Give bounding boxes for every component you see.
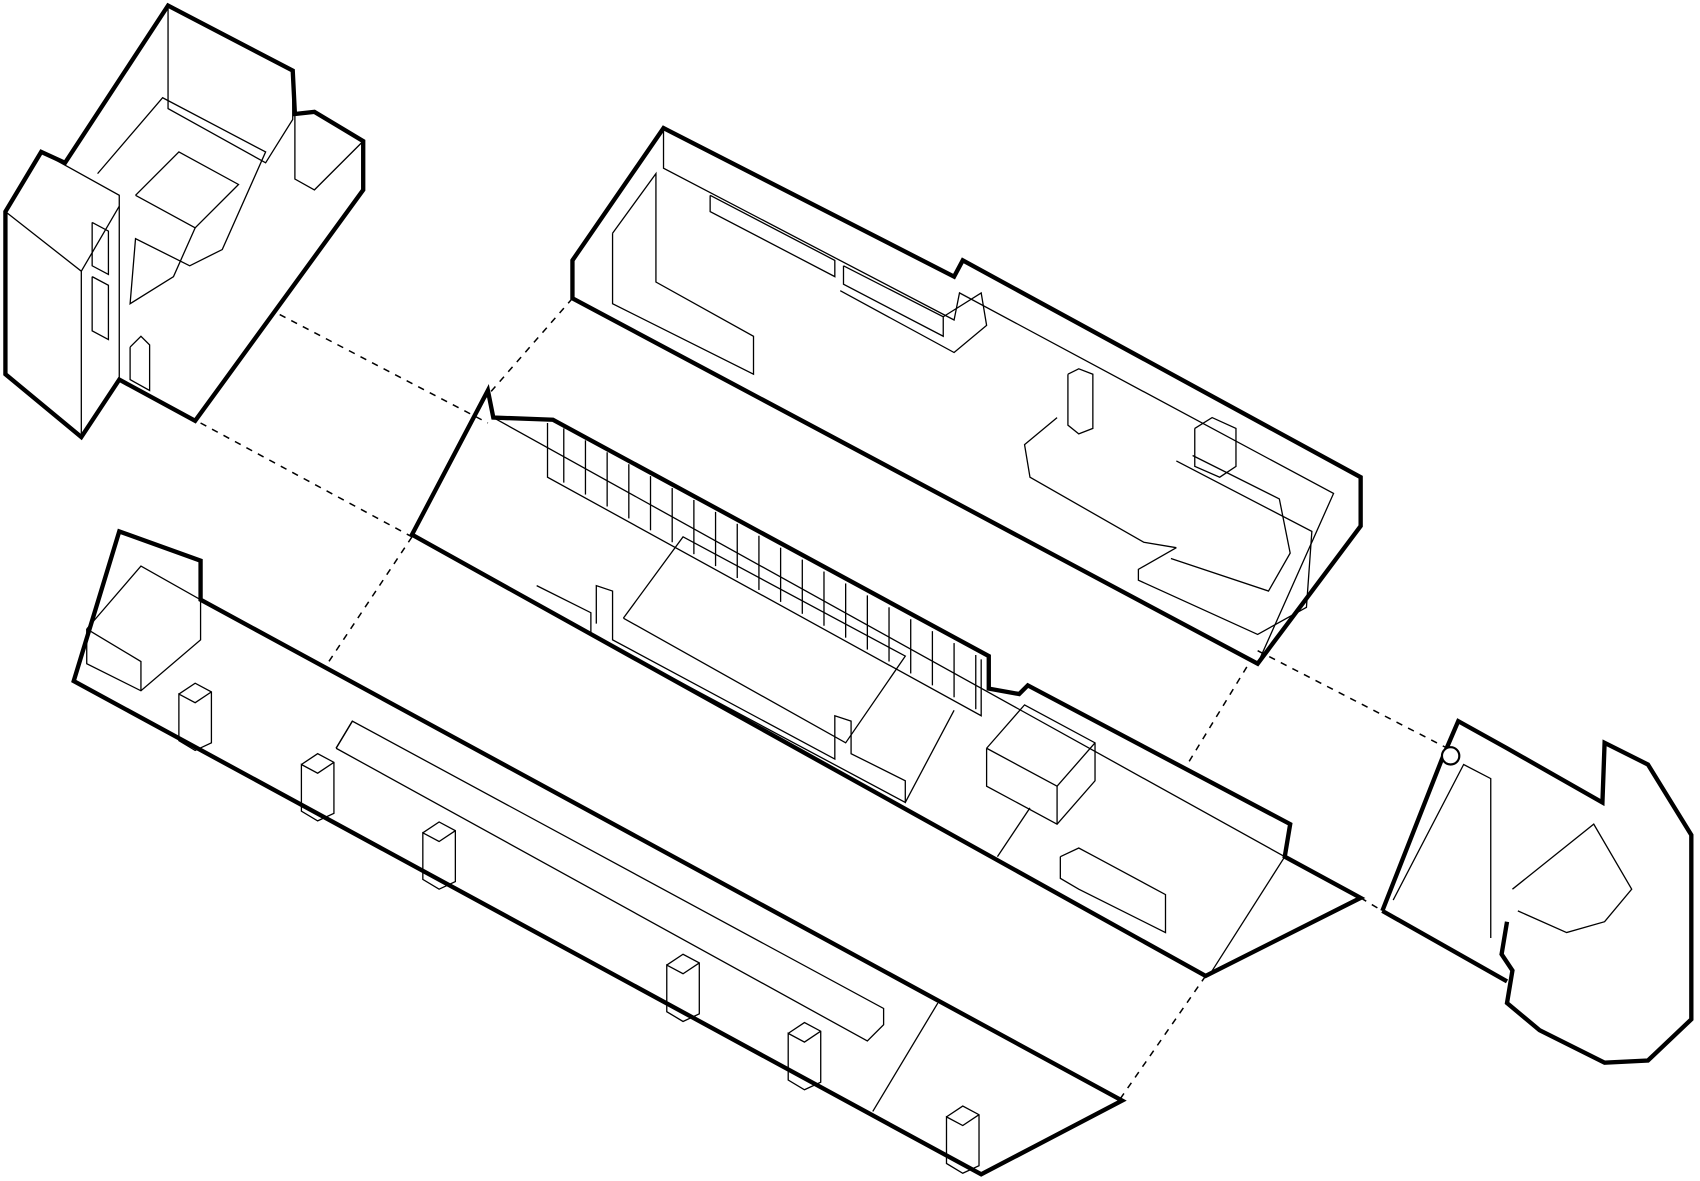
middle-floor-kiosk-top <box>986 742 1096 788</box>
upper-floor-seat-inner <box>1170 454 1291 592</box>
ground-floor-bench <box>335 720 885 1042</box>
middle-floor-atrium <box>622 535 907 744</box>
upper-floor-shelf2 <box>842 265 944 338</box>
stair-core-left-stairs <box>97 96 267 305</box>
connector-dashed-line <box>481 297 574 402</box>
ground-floor-pillar <box>300 752 335 822</box>
upper-floor-counter <box>839 290 988 354</box>
stair-core-right-walls <box>1392 763 1492 938</box>
middle-floor-bookcase <box>546 422 982 717</box>
ground-floor-pillar <box>178 682 213 752</box>
upper-floor-screen <box>611 171 755 376</box>
ground-floor-pillar <box>945 1105 980 1174</box>
stair-core-right-outline <box>1380 718 1694 1065</box>
ground-floor-bench-top <box>335 720 353 749</box>
upper-floor-outline <box>570 125 1363 667</box>
stair-core-left-box <box>294 114 364 191</box>
ground-floor-pillar <box>422 821 457 890</box>
upper-floor-shelf1 <box>709 194 836 278</box>
stair-core-right-closing <box>1381 908 1509 984</box>
middle-floor-ramp <box>1208 856 1286 977</box>
stair-core-left-tower-top <box>80 205 120 272</box>
stair-core-left-window2 <box>91 276 110 341</box>
ground-floor-pillar <box>666 953 700 1023</box>
upper-floor-column <box>1067 368 1094 435</box>
middle-floor-shelf <box>1059 847 1167 934</box>
stair-core-left-door <box>129 335 151 392</box>
connector-dashed-line <box>1257 649 1448 749</box>
ground-floor-box-edge <box>86 628 142 691</box>
connector-dashed-line <box>279 313 489 424</box>
upper-floor-wall <box>662 128 1335 664</box>
connector-dashed-line <box>1183 666 1248 771</box>
connector-dashed-line <box>200 422 413 538</box>
upper-floor-seat <box>1137 460 1313 636</box>
stair-core-right-column <box>1440 746 1461 766</box>
stair-core-right-stairs <box>1512 823 1633 934</box>
ground-floor-outline <box>71 528 1127 1177</box>
ground-floor-pillar <box>787 1021 822 1091</box>
stair-core-left-tower <box>40 151 120 380</box>
upper-floor-track <box>1023 417 1177 549</box>
stair-core-left-wall <box>167 5 294 164</box>
ground-floor-box <box>86 565 202 692</box>
ground-floor-divider <box>872 1002 939 1112</box>
stair-core-left-outline <box>3 2 366 441</box>
middle-floor-divider <box>904 709 955 803</box>
connector-dashed-line <box>1116 975 1207 1105</box>
middle-floor-kiosk <box>985 704 1096 825</box>
middle-floor-desk <box>536 584 906 804</box>
connector-dashed-line <box>324 536 413 668</box>
middle-floor-line <box>996 807 1031 858</box>
stair-core-left-window1 <box>91 221 110 276</box>
connector-dashed-line <box>1360 897 1383 912</box>
stair-core-left-landing <box>135 151 240 229</box>
upper-floor-box <box>1194 416 1237 478</box>
